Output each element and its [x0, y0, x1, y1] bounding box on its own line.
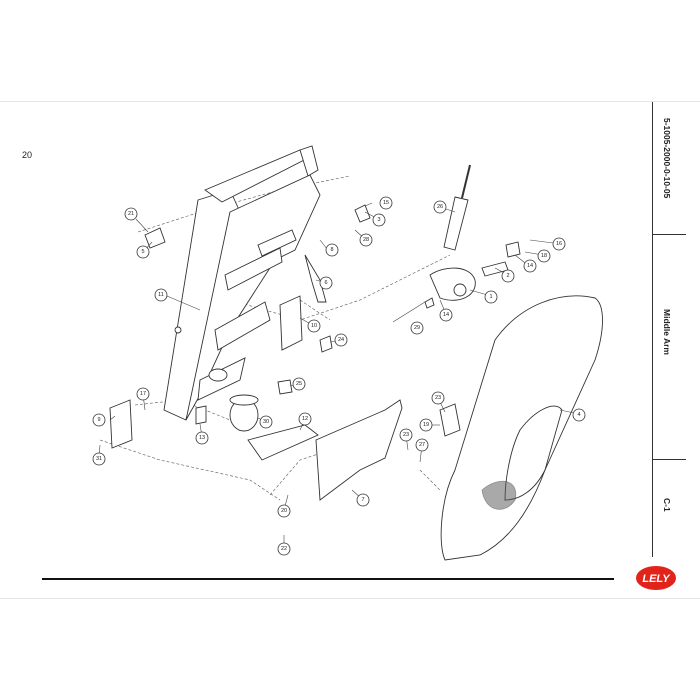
svg-text:19: 19	[423, 422, 429, 428]
callout-18: 18	[537, 249, 551, 263]
svg-text:13: 13	[199, 435, 205, 441]
page-number: 20	[22, 150, 33, 160]
footer-rule	[42, 578, 614, 580]
svg-text:24: 24	[338, 337, 344, 343]
callout-16: 16	[552, 237, 566, 251]
svg-text:28: 28	[363, 237, 369, 243]
gas-spring	[443, 164, 471, 251]
callout-10: 10	[307, 319, 321, 333]
svg-text:30: 30	[263, 419, 269, 425]
callout-17: 17	[136, 387, 150, 401]
page-bottom-rule	[0, 598, 700, 599]
callout-25: 25	[292, 377, 306, 391]
callout-31: 31	[92, 452, 106, 466]
svg-text:22: 22	[281, 546, 287, 552]
callouts: 21 5 11 15 3 28 8 26 16 18 2 14 1 6 10 2…	[92, 196, 586, 556]
svg-text:23: 23	[403, 432, 409, 438]
callout-14: 14	[439, 308, 453, 322]
svg-text:27: 27	[419, 442, 425, 448]
sidebar-separator	[652, 234, 686, 235]
callout-30: 30	[259, 415, 273, 429]
svg-text:17: 17	[140, 391, 146, 397]
svg-text:7: 7	[361, 497, 364, 503]
callout-29: 29	[410, 321, 424, 335]
callout-20: 20	[277, 504, 291, 518]
svg-text:31: 31	[96, 456, 102, 462]
svg-text:12: 12	[302, 416, 308, 422]
svg-text:20: 20	[281, 508, 287, 514]
main-arm-frame	[163, 145, 321, 421]
callout-6: 6	[319, 276, 333, 290]
callout-11: 11	[154, 288, 168, 302]
callout-23: 23	[431, 391, 445, 405]
small-parts	[109, 204, 461, 501]
callout-15: 15	[379, 196, 393, 210]
callout-24: 24	[334, 333, 348, 347]
callout-2: 2	[501, 269, 515, 283]
page-top-rule	[0, 101, 700, 102]
callout-3: 3	[372, 213, 386, 227]
svg-text:2: 2	[506, 273, 509, 279]
svg-text:11: 11	[158, 292, 164, 298]
svg-text:23: 23	[435, 395, 441, 401]
callout-9: 9	[92, 413, 106, 427]
svg-text:1: 1	[489, 294, 492, 300]
svg-text:15: 15	[383, 200, 389, 206]
callout-7: 7	[356, 493, 370, 507]
callout-21: 21	[124, 207, 138, 221]
svg-text:8: 8	[330, 247, 333, 253]
svg-text:21: 21	[128, 211, 134, 217]
callout-19: 19	[419, 418, 433, 432]
svg-text:26: 26	[437, 204, 443, 210]
sidebar-separator	[652, 459, 686, 460]
svg-text:3: 3	[377, 217, 380, 223]
svg-text:10: 10	[311, 323, 317, 329]
svg-text:16: 16	[556, 241, 562, 247]
svg-text:4: 4	[577, 412, 580, 418]
section-code: C-1	[662, 498, 672, 512]
pivot-bracket	[392, 241, 521, 323]
document-code: 5-1005-2000-0-10-05	[662, 118, 672, 199]
callout-27: 27	[415, 438, 429, 452]
section-title: Middle Arm	[662, 309, 672, 355]
sidebar-divider	[652, 102, 653, 557]
callout-4: 4	[572, 408, 586, 422]
callout-23: 23	[399, 428, 413, 442]
callout-14: 14	[523, 259, 537, 273]
callout-13: 13	[195, 431, 209, 445]
svg-text:14: 14	[443, 312, 449, 318]
lely-logo: LELY	[634, 564, 678, 592]
callout-8: 8	[325, 243, 339, 257]
svg-text:9: 9	[97, 417, 100, 423]
svg-text:29: 29	[414, 325, 420, 331]
callout-12: 12	[298, 412, 312, 426]
callout-1: 1	[484, 290, 498, 304]
callout-22: 22	[277, 542, 291, 556]
svg-text:18: 18	[541, 253, 547, 259]
callout-28: 28	[359, 233, 373, 247]
callout-26: 26	[433, 200, 447, 214]
svg-text:25: 25	[296, 381, 302, 387]
callout-5: 5	[136, 245, 150, 259]
logo-text: LELY	[642, 573, 671, 585]
svg-text:14: 14	[527, 263, 533, 269]
svg-text:6: 6	[324, 280, 327, 286]
cover-panel	[440, 295, 603, 561]
svg-text:5: 5	[141, 249, 144, 255]
